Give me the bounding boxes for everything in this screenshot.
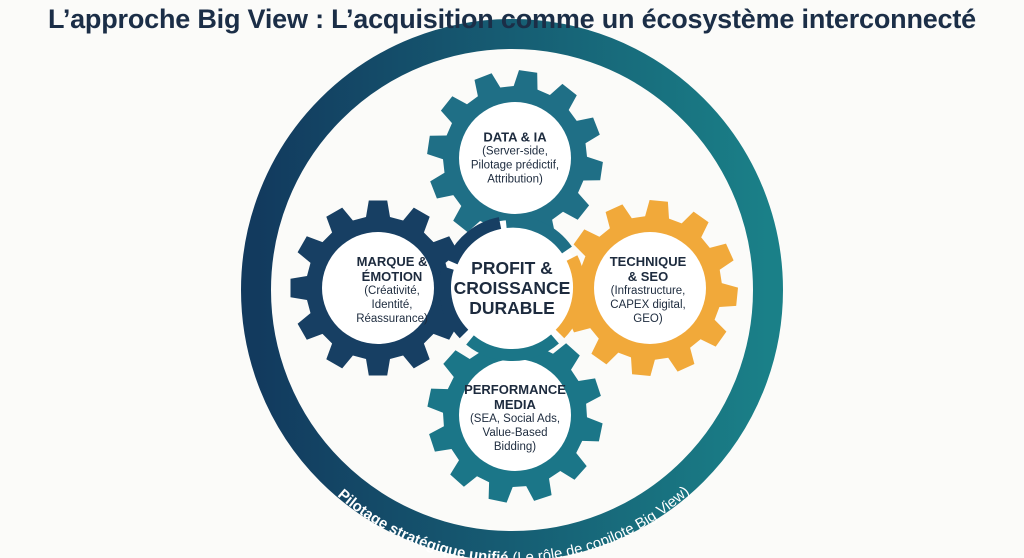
gear-title: PERFORMANCE — [464, 382, 566, 397]
gear-detail: (Créativité, — [364, 285, 420, 297]
gear-detail: (Infrastructure, — [610, 285, 686, 297]
gear-detail: Value-Based — [482, 427, 548, 439]
gear-detail: Bidding) — [493, 441, 537, 453]
gear-label-marque: MARQUE & ÉMOTION (Créativité, Identité, … — [356, 254, 428, 326]
center-line: CROISSANCE — [453, 278, 571, 298]
gear-center-data — [459, 102, 571, 214]
gear-center-marque — [322, 232, 434, 344]
gear-detail: (Server-side, — [482, 145, 548, 158]
outer-ring — [241, 19, 783, 558]
gear-detail: Identité, — [371, 299, 413, 311]
center-line: PROFIT & — [471, 258, 553, 278]
gear-detail: GEO) — [633, 313, 663, 325]
gear-detail: (SEA, Social Ads, — [469, 413, 561, 425]
gear-detail: Pilotage prédictif, — [470, 159, 560, 172]
gear-title: MEDIA — [494, 397, 536, 412]
gear-label-technique: TECHNIQUE & SEO (Infrastructure, CAPEX d… — [610, 254, 687, 326]
page-title: L’approche Big View : L’acquisition comm… — [48, 4, 976, 34]
gear-detail: Attribution) — [487, 173, 543, 186]
gear-title: MARQUE & — [356, 254, 428, 269]
center-hub — [439, 215, 586, 362]
hub-segment-teal-bottom — [466, 334, 559, 362]
gear-detail: CAPEX digital, — [610, 299, 686, 311]
hub-segment-orange — [555, 255, 586, 339]
gear-center-performance — [459, 359, 571, 471]
gear-detail: Réassurance) — [356, 313, 428, 325]
gear-title: DATA & IA — [483, 129, 547, 145]
center-line: DURABLE — [469, 298, 555, 318]
gear-label-performance: PERFORMANCE MEDIA (SEA, Social Ads, Valu… — [464, 382, 566, 454]
gear-center-technique — [594, 232, 706, 344]
hub-segment-teal — [505, 215, 572, 254]
gear-label-data-ia: DATA & IA (Server-side, Pilotage prédict… — [471, 130, 559, 187]
hub-segment-navy-left — [439, 266, 469, 339]
gear-title: ÉMOTION — [361, 269, 423, 284]
center-label: PROFIT & CROISSANCE DURABLE — [454, 258, 571, 318]
hub-segment-navy — [446, 217, 502, 265]
gear-title: & SEO — [627, 269, 669, 284]
gear-title: TECHNIQUE — [609, 254, 687, 269]
